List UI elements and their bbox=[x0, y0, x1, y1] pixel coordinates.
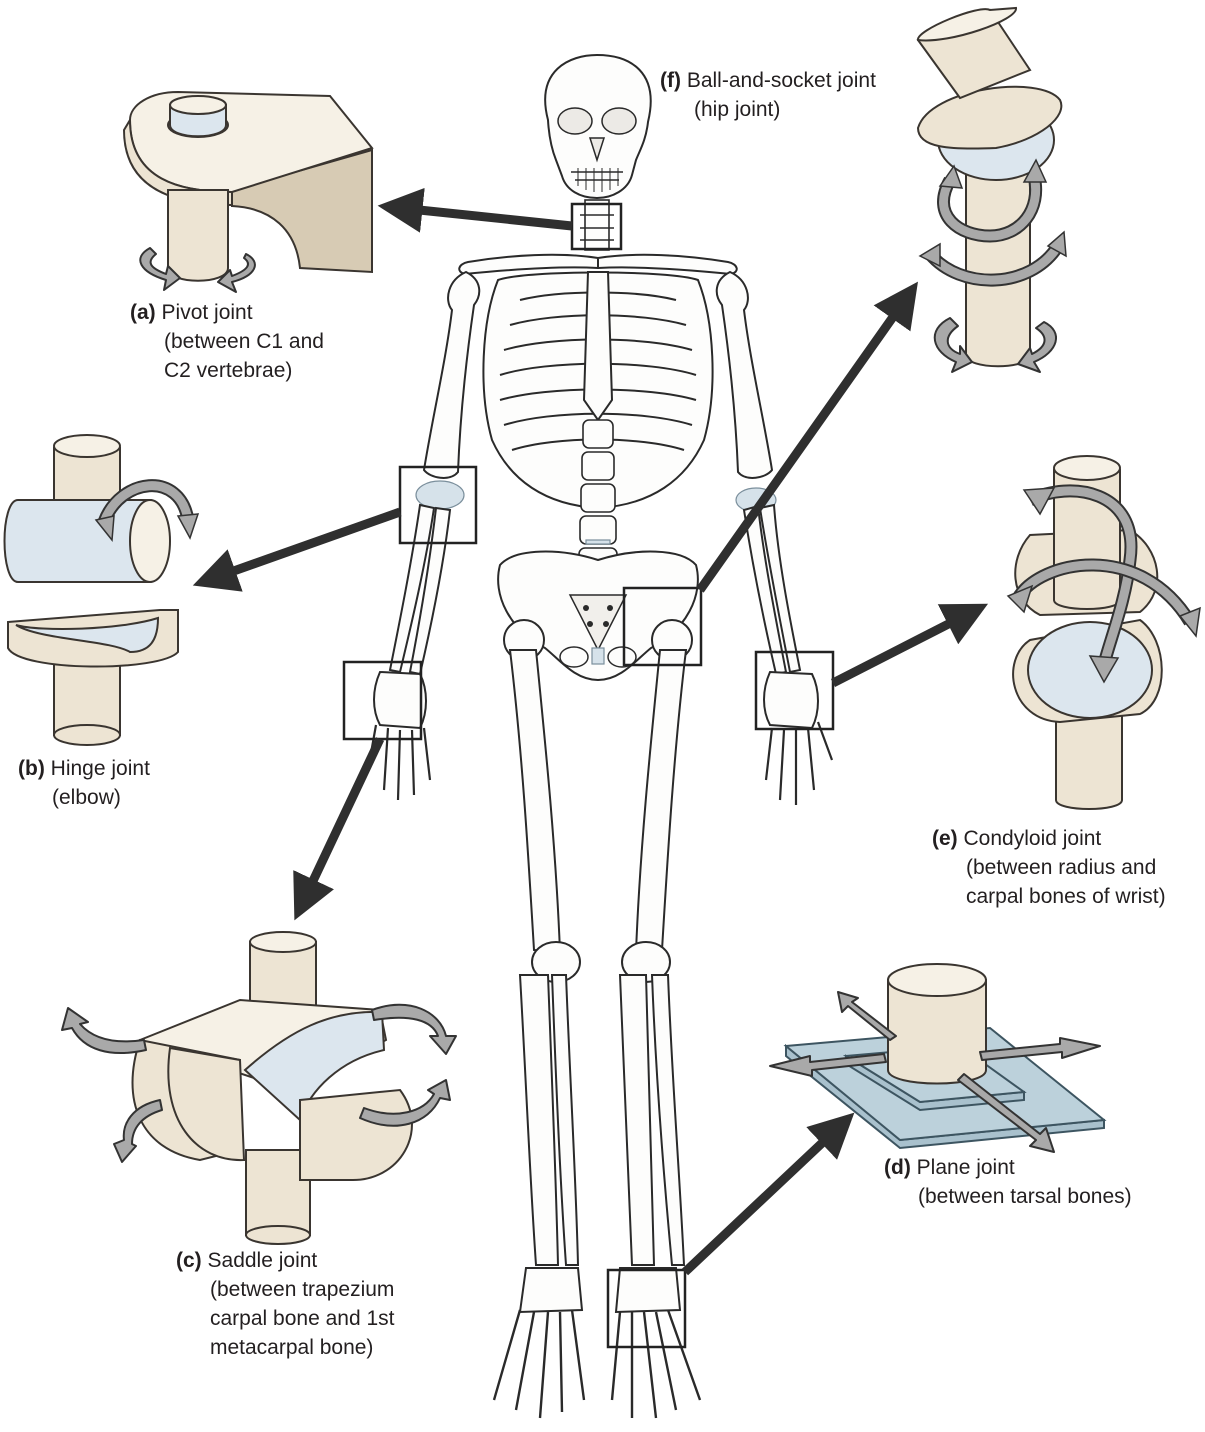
label-a-sub-1: (between C1 and bbox=[164, 330, 324, 353]
label-b-title: Hinge joint bbox=[50, 757, 150, 780]
label-c-title: Saddle joint bbox=[207, 1249, 318, 1272]
label-e-sub-2: carpal bones of wrist) bbox=[966, 885, 1166, 908]
box-ankle bbox=[606, 1268, 687, 1349]
label-c-letter: (c) bbox=[176, 1249, 202, 1272]
pointer-c bbox=[293, 737, 385, 921]
box-hand-left bbox=[342, 660, 423, 741]
label-e-sub-1: (between radius and bbox=[966, 856, 1157, 879]
pointer-b bbox=[192, 507, 402, 592]
sternum bbox=[582, 271, 614, 422]
label-f-letter: (f) bbox=[660, 69, 681, 92]
label-pivot-joint: (a) Pivot joint (between C1 and C2 verte… bbox=[130, 298, 324, 385]
box-wrist-right bbox=[754, 650, 835, 731]
label-d-title: Plane joint bbox=[916, 1156, 1015, 1179]
label-plane-joint: (d) Plane joint (between tarsal bones) bbox=[884, 1153, 1132, 1211]
left-leg bbox=[492, 619, 586, 1419]
right-clavicle bbox=[597, 253, 738, 276]
label-d-sub-1: (between tarsal bones) bbox=[918, 1185, 1132, 1208]
label-c-sub-3: metacarpal bone) bbox=[210, 1336, 374, 1359]
label-e-title: Condyloid joint bbox=[963, 827, 1102, 850]
right-leg bbox=[610, 619, 702, 1419]
pointer-d bbox=[681, 1112, 855, 1276]
label-b-letter: (b) bbox=[18, 757, 45, 780]
pelvis bbox=[497, 550, 699, 682]
label-c-sub-1: (between trapezium bbox=[210, 1278, 395, 1301]
highlight-boxes bbox=[342, 202, 835, 1349]
condyloid-joint-model bbox=[1006, 455, 1201, 810]
rib-cage bbox=[482, 271, 714, 510]
saddle-joint-model bbox=[61, 931, 457, 1245]
hinge-joint-model bbox=[3, 434, 200, 746]
label-hinge-joint: (b) Hinge joint (elbow) bbox=[18, 754, 150, 812]
pivot-joint-model bbox=[122, 90, 374, 293]
box-neck bbox=[570, 202, 623, 251]
box-hip bbox=[622, 586, 703, 667]
label-f-sub-1: (hip joint) bbox=[694, 98, 781, 121]
cervical-spine bbox=[580, 199, 614, 251]
label-f-title: Ball-and-socket joint bbox=[686, 69, 876, 92]
lumbar-spine bbox=[578, 419, 618, 575]
right-arm bbox=[715, 270, 834, 805]
skeleton bbox=[366, 53, 834, 1419]
skull bbox=[544, 53, 652, 200]
label-a-letter: (a) bbox=[130, 301, 156, 324]
pointer-e bbox=[830, 603, 989, 688]
label-a-title: Pivot joint bbox=[161, 301, 253, 324]
label-d-letter: (d) bbox=[884, 1156, 911, 1179]
pointer-f bbox=[696, 281, 918, 593]
ball-and-socket-joint-model bbox=[916, 6, 1067, 373]
pointer-arrows bbox=[192, 187, 989, 1276]
label-saddle-joint: (c) Saddle joint (between trapezium carp… bbox=[176, 1246, 394, 1362]
label-c-sub-2: carpal bone and 1st bbox=[210, 1307, 395, 1330]
label-ball-and-socket-joint: (f) Ball-and-socket joint (hip joint) bbox=[660, 66, 876, 124]
plane-joint-model bbox=[769, 963, 1107, 1153]
label-condyloid-joint: (e) Condyloid joint (between radius and … bbox=[932, 824, 1166, 911]
left-clavicle bbox=[458, 253, 599, 276]
box-elbow bbox=[398, 465, 478, 545]
left-arm bbox=[366, 270, 481, 801]
label-a-sub-2: C2 vertebrae) bbox=[164, 359, 293, 382]
label-e-letter: (e) bbox=[932, 827, 958, 850]
pointer-a bbox=[377, 187, 573, 233]
label-b-sub-1: (elbow) bbox=[52, 786, 121, 809]
